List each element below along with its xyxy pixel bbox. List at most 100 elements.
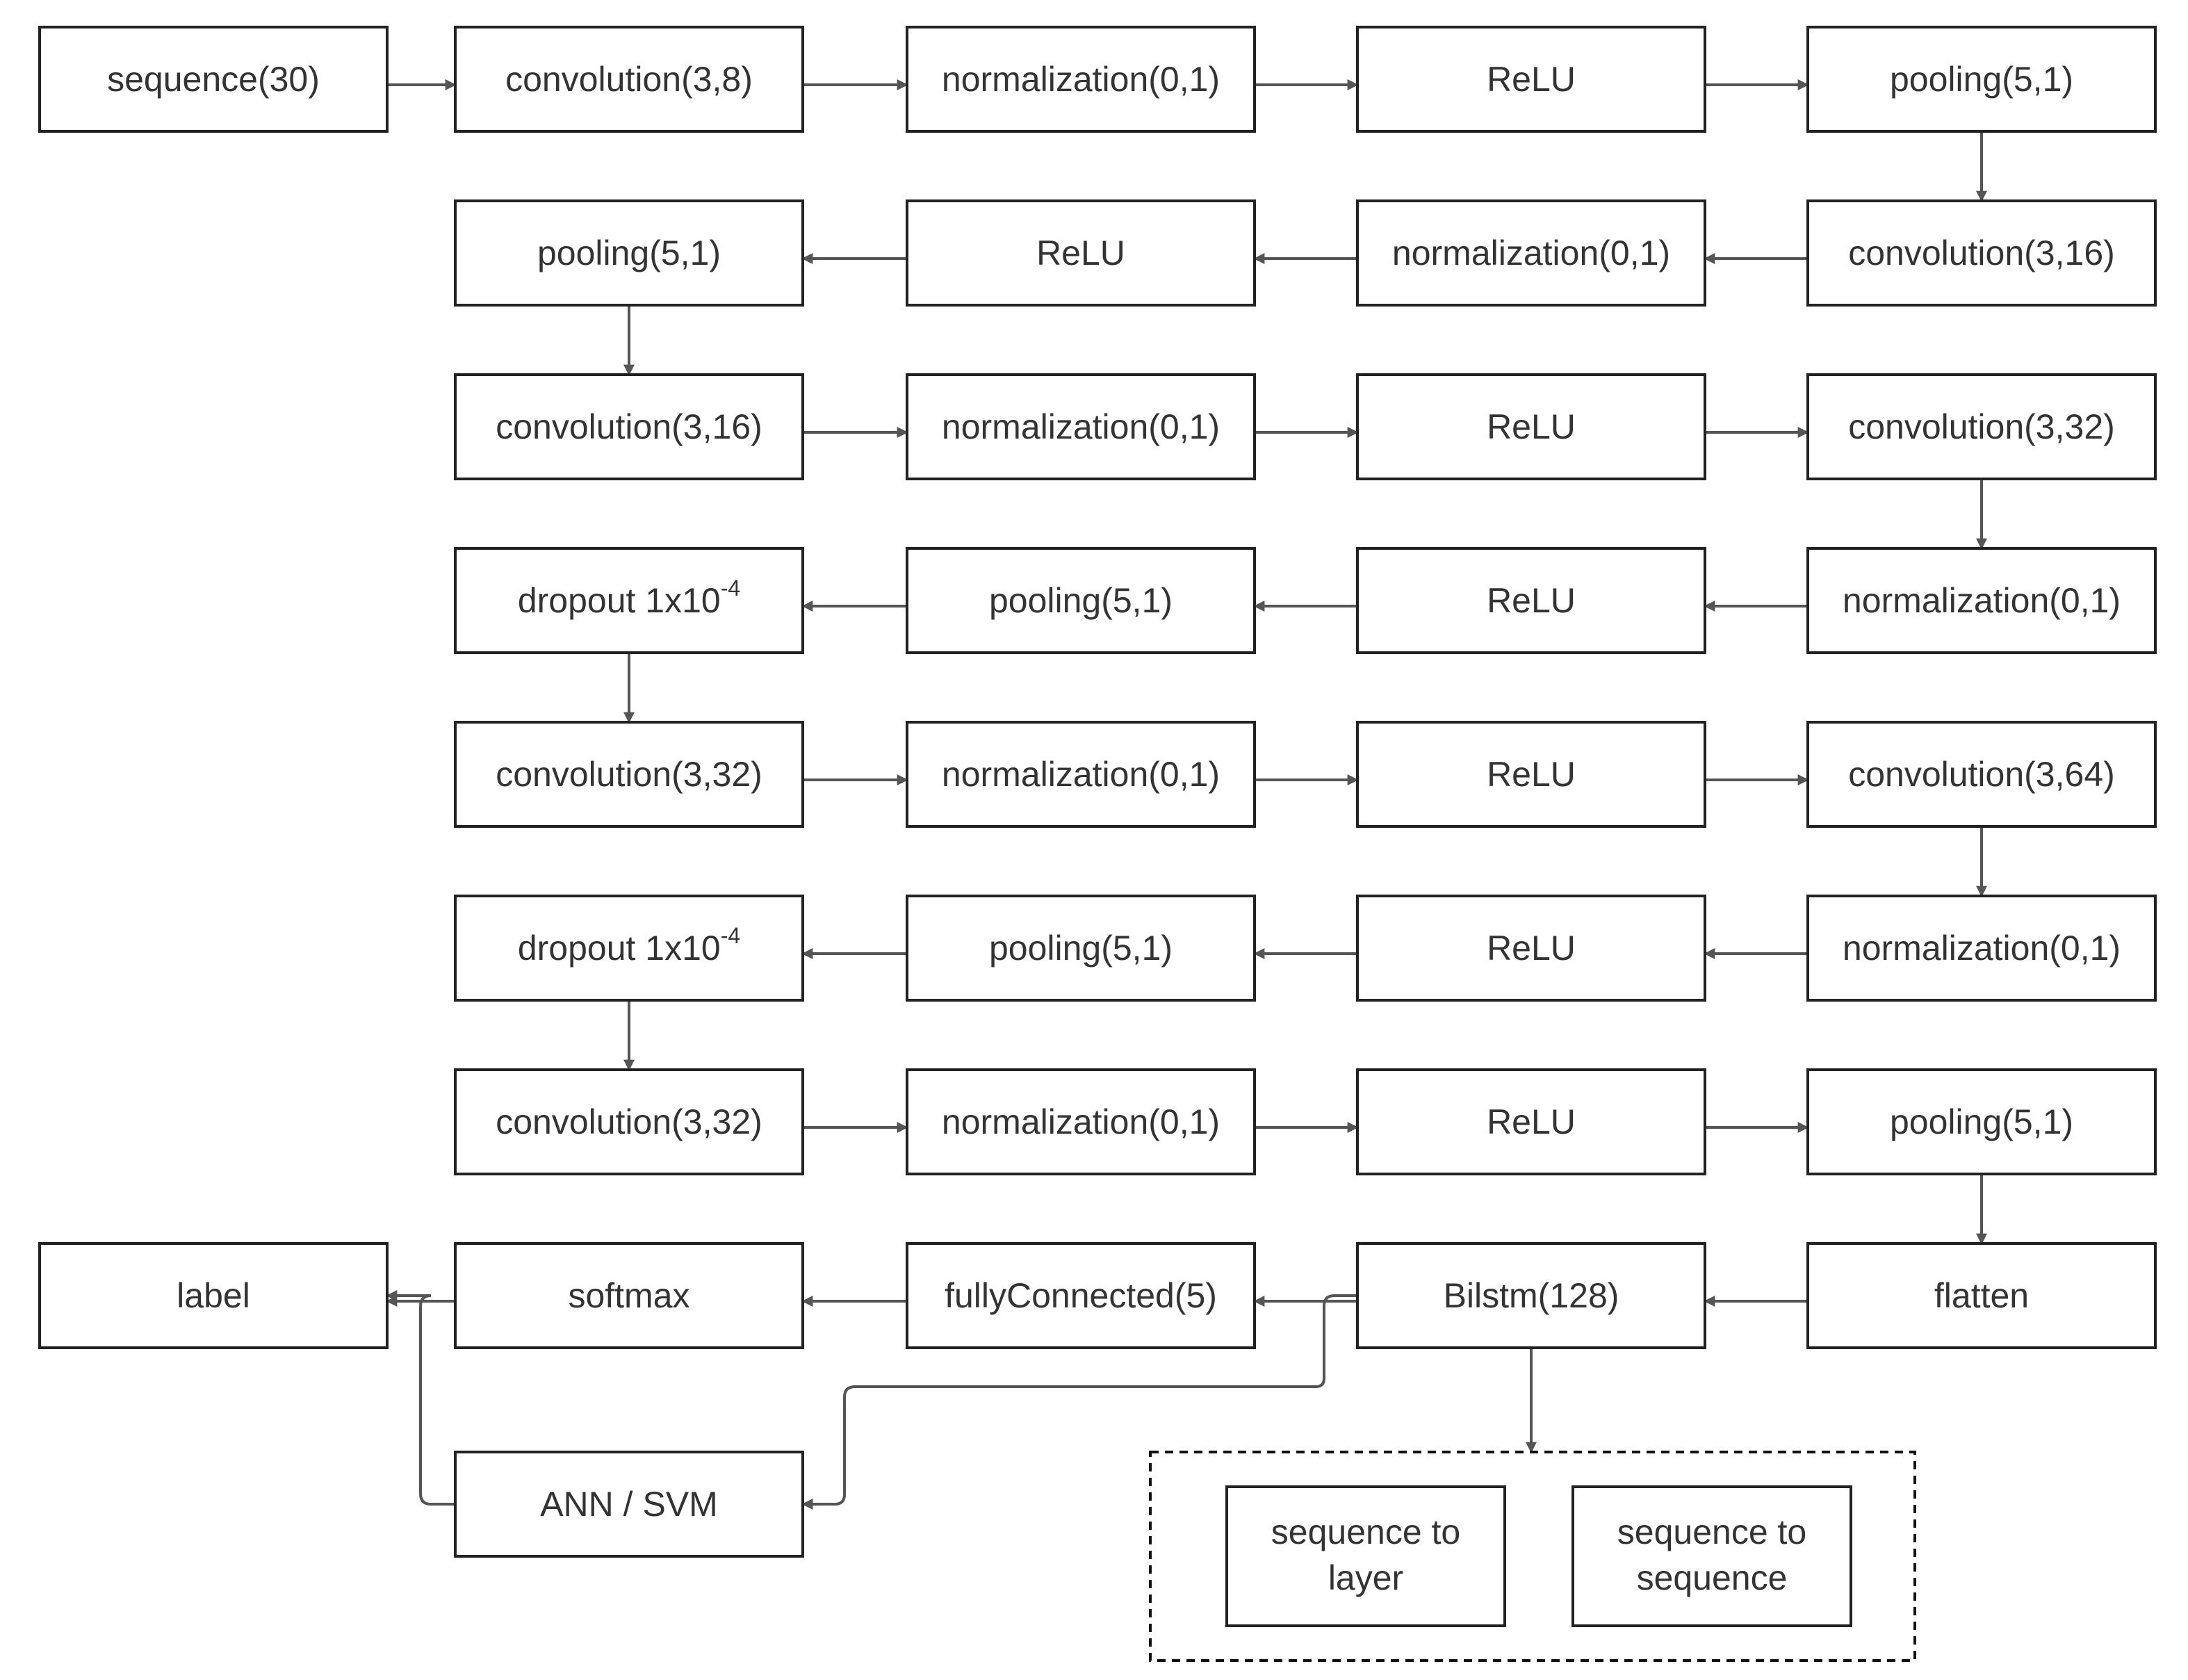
- node-box: [38, 26, 389, 133]
- node-box: [1356, 895, 1706, 1002]
- node-box: [906, 1068, 1256, 1175]
- node-label: dropout 1x10-4: [518, 923, 740, 968]
- node-box: [454, 1242, 804, 1349]
- node-normalization-0-1: normalization(0,1): [1356, 199, 1706, 307]
- node-box: [454, 26, 804, 133]
- node-label: convolution(3,32): [1848, 407, 2115, 446]
- node-convolution-3-32: convolution(3,32): [1806, 373, 2157, 480]
- node-box: [1356, 1242, 1706, 1349]
- node-convolution-3-64: convolution(3,64): [1806, 721, 2157, 828]
- node-label: fullyConnected(5): [945, 1276, 1217, 1315]
- node-normalization-0-1: normalization(0,1): [1806, 895, 2157, 1002]
- node-softmax: softmax: [454, 1242, 804, 1349]
- node-label: normalization(0,1): [1843, 929, 2121, 968]
- node-box: [1806, 721, 2157, 828]
- node-box: [1225, 1485, 1506, 1627]
- node-relu: ReLU: [1356, 547, 1706, 654]
- node-normalization-0-1: normalization(0,1): [906, 26, 1256, 133]
- node-box: [906, 547, 1256, 654]
- edge-n35-to-n34: [386, 1290, 455, 1506]
- node-box: [1356, 373, 1706, 480]
- node-convolution-3-16: convolution(3,16): [454, 373, 804, 480]
- node-box: [1806, 1242, 2157, 1349]
- node-label: Bilstm(128): [1444, 1276, 1619, 1315]
- node-label: label: [38, 1242, 389, 1349]
- node-box: [1356, 26, 1706, 133]
- output-modes-group: [1149, 1451, 1916, 1662]
- node-box: [906, 721, 1256, 828]
- node-label: ReLU: [1487, 755, 1576, 794]
- node-dropout-1x10: dropout 1x10-4: [454, 547, 804, 654]
- node-box: [1806, 373, 2157, 480]
- node-box: [454, 547, 804, 654]
- node-ann-svm: ANN / SVM: [454, 1451, 804, 1558]
- node-label: convolution(3,64): [1848, 755, 2115, 794]
- node-box: [906, 895, 1256, 1002]
- node-box: [1806, 26, 2157, 133]
- node-box: [1356, 1068, 1706, 1175]
- node-box: [454, 721, 804, 828]
- node-flatten: flatten: [1806, 1242, 2157, 1349]
- node-label: ReLU: [1487, 60, 1576, 99]
- node-box: [454, 895, 804, 1002]
- nodes: sequence(30) convolution(3,8) normalizatio…: [38, 26, 2157, 1662]
- node-box: [1806, 1068, 2157, 1175]
- node-dropout-1x10: dropout 1x10-4: [454, 895, 804, 1002]
- node-sequence-to-layer: sequence to layer: [1225, 1485, 1506, 1627]
- node-relu: ReLU: [1356, 721, 1706, 828]
- node-normalization-0-1: normalization(0,1): [906, 721, 1256, 828]
- node-normalization-0-1: normalization(0,1): [1806, 547, 2157, 654]
- node-relu: ReLU: [1356, 373, 1706, 480]
- node-label: normalization(0,1): [942, 60, 1220, 99]
- node-pooling-5-1: pooling(5,1): [1806, 1068, 2157, 1175]
- node-label: ReLU: [1487, 581, 1576, 620]
- node-label-line: layer: [1328, 1558, 1403, 1597]
- node-box: [1806, 199, 2157, 307]
- edges: [386, 79, 1987, 1510]
- node-label: ReLU: [1487, 1102, 1576, 1141]
- node-box: [454, 373, 804, 480]
- node-convolution-3-16: convolution(3,16): [1806, 199, 2157, 307]
- node-label: label: [177, 1276, 250, 1315]
- node-label: convolution(3,32): [496, 1102, 762, 1141]
- node-bilstm-128: Bilstm(128): [1356, 1242, 1706, 1349]
- node-pooling-5-1: pooling(5,1): [906, 547, 1256, 654]
- node-sequence-30: sequence(30): [38, 26, 389, 133]
- node-pooling-5-1: pooling(5,1): [1806, 26, 2157, 133]
- node-label-line: sequence to: [1271, 1512, 1460, 1551]
- node-normalization-0-1: normalization(0,1): [906, 1068, 1256, 1175]
- node-pooling-5-1: pooling(5,1): [906, 895, 1256, 1002]
- node-box: [454, 199, 804, 307]
- node-label: dropout 1x10-4: [518, 576, 740, 620]
- node-label: pooling(5,1): [537, 234, 721, 272]
- node-label: pooling(5,1): [1890, 60, 2073, 99]
- node-label: convolution(3,16): [1848, 234, 2115, 272]
- node-fullyconnected-5: fullyConnected(5): [906, 1242, 1256, 1349]
- node-label: ReLU: [1487, 929, 1576, 968]
- node-normalization-0-1: normalization(0,1): [906, 373, 1256, 480]
- node-relu: ReLU: [906, 199, 1256, 307]
- node-label: normalization(0,1): [942, 1102, 1220, 1141]
- node-label-line: sequence: [1637, 1558, 1788, 1597]
- node-pooling-5-1: pooling(5,1): [454, 199, 804, 307]
- node-label: ReLU: [1487, 407, 1576, 446]
- node-convolution-3-8: convolution(3,8): [454, 26, 804, 133]
- node-label: ANN / SVM: [540, 1485, 718, 1524]
- node-label: sequence(30): [107, 60, 320, 99]
- node-box: [906, 26, 1256, 133]
- node-box: [454, 1451, 804, 1558]
- node-convolution-3-32: convolution(3,32): [454, 1068, 804, 1175]
- node-box: [38, 1242, 389, 1349]
- node-box: [454, 1068, 804, 1175]
- node-label: normalization(0,1): [1392, 234, 1670, 272]
- node-box: [1806, 895, 2157, 1002]
- node-relu: ReLU: [1356, 895, 1706, 1002]
- node-relu: ReLU: [1356, 1068, 1706, 1175]
- node-box: [906, 1242, 1256, 1349]
- node-box: [1356, 199, 1706, 307]
- node-label: convolution(3,16): [496, 407, 762, 446]
- node-label: convolution(3,8): [505, 60, 753, 99]
- node-box: [1356, 547, 1706, 654]
